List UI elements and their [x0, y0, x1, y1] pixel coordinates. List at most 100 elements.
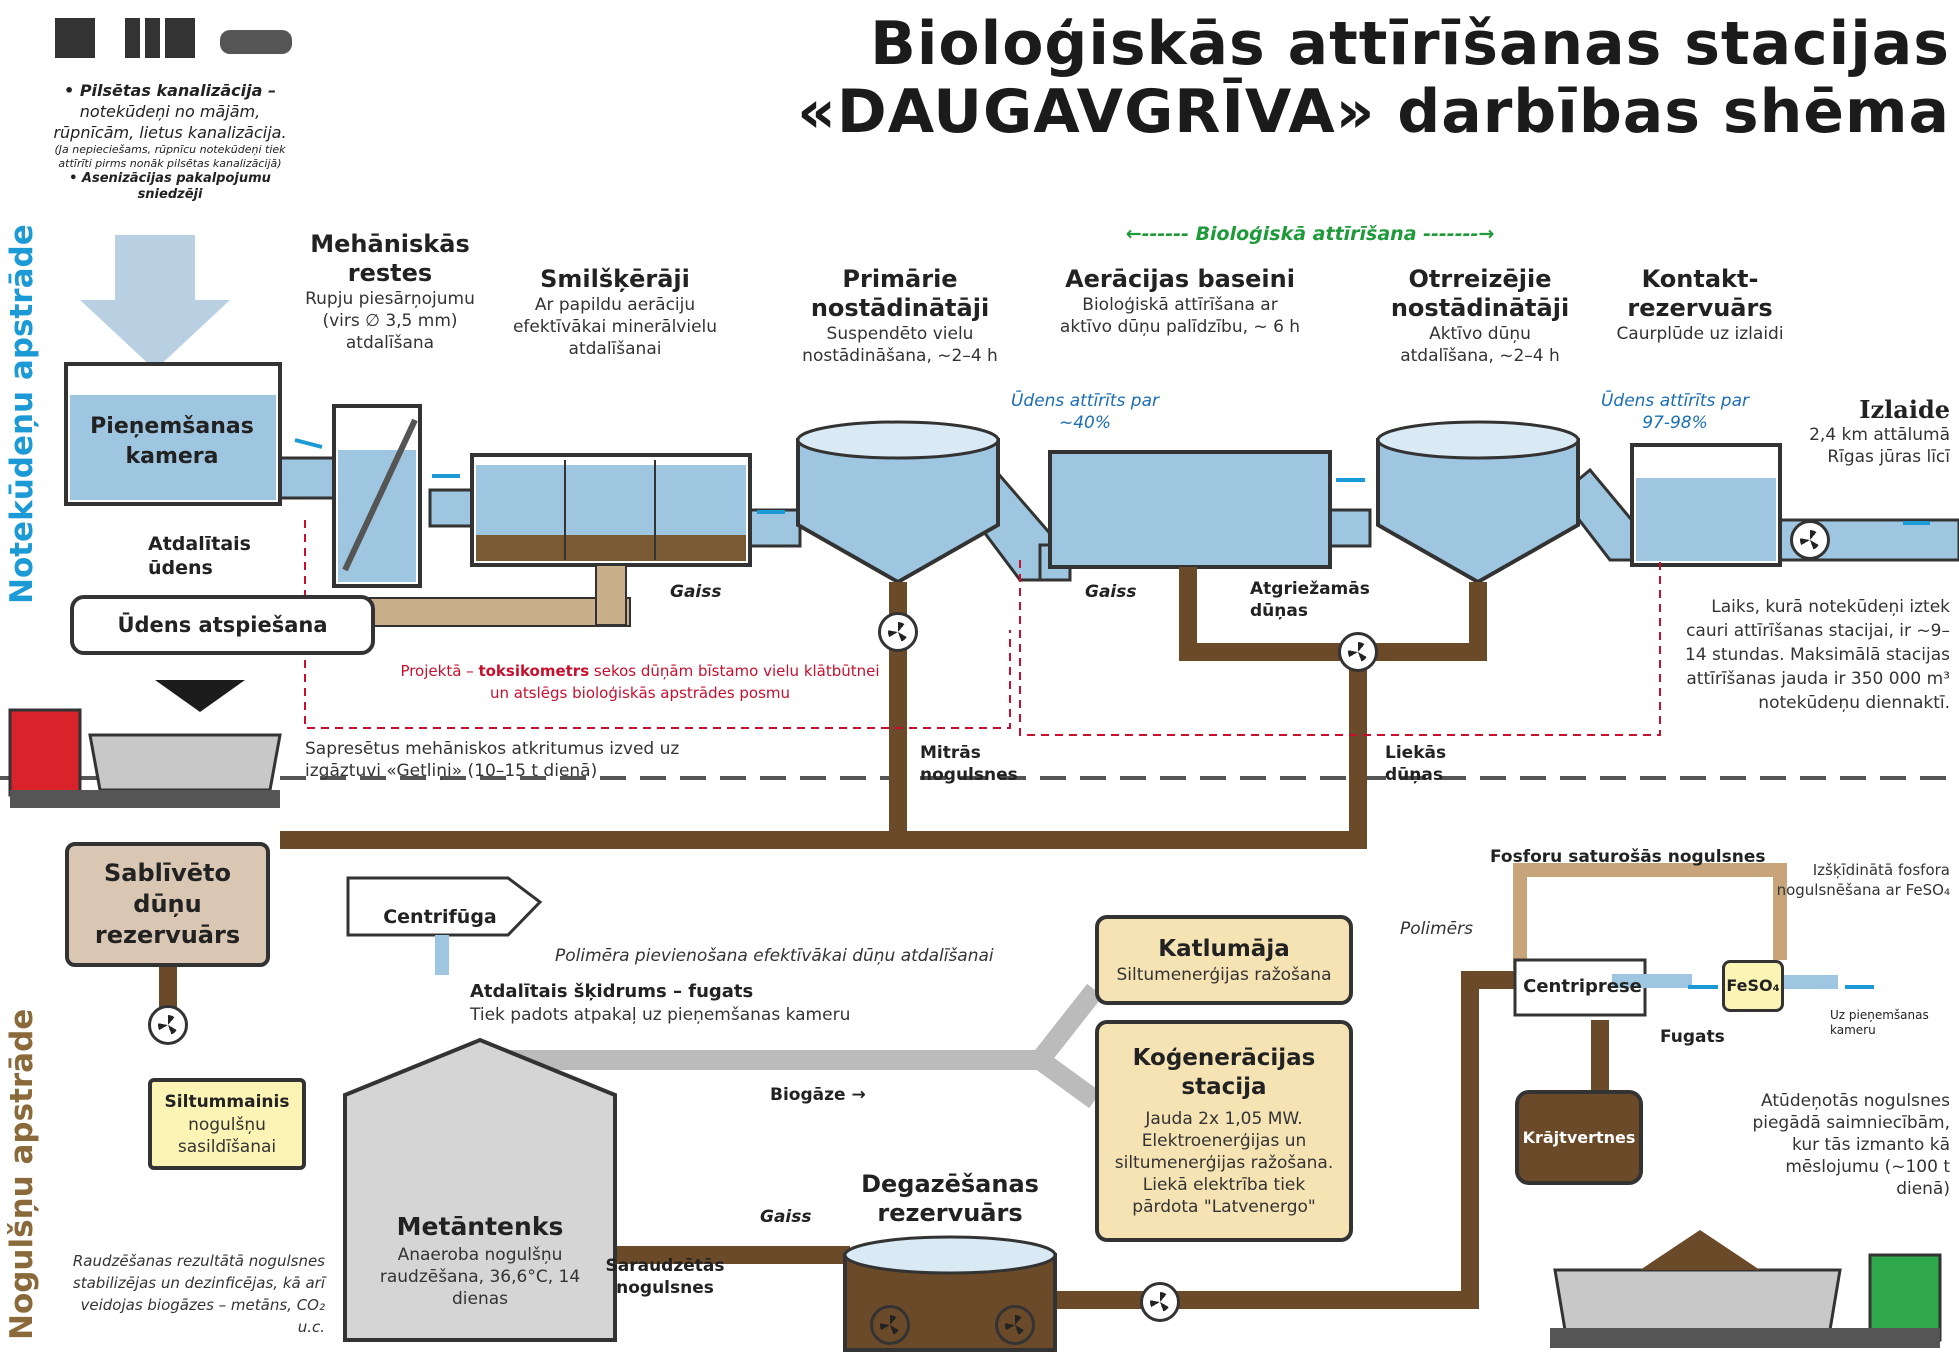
polymer-note: Polimēra pievienošana efektīvākai dūņu a…	[555, 946, 994, 966]
stage-aeration-title: Aerācijas baseini	[1065, 265, 1295, 293]
pump-icon	[1140, 1282, 1180, 1322]
returning-sludge-label: Atgriežamās dūņas	[1250, 579, 1370, 621]
biogas-label: Biogāze →	[770, 1085, 866, 1105]
stage-screens-title: Mehāniskās restes	[310, 230, 470, 287]
truck-left	[8, 708, 282, 808]
metantank-title: Metāntenks	[396, 1212, 564, 1241]
stage-contact-title: Kontakt-rezervuārs	[1627, 265, 1773, 322]
mixer-icon	[995, 1305, 1035, 1345]
purified-97-label: Ūdens attīrīts par 97-98%	[1600, 391, 1750, 433]
wet-sludge-label: Mitrās nogulsnes	[920, 743, 1018, 785]
stage-primary: Primārie nostādinātāji Suspendēto vielu …	[795, 265, 1005, 367]
truck-right	[1550, 1253, 1942, 1348]
stage-secondary: Otrreizējie nostādinātāji Aktīvo dūņu at…	[1380, 265, 1580, 367]
cogen-title: Koģenerācijas stacija	[1132, 1045, 1316, 1100]
storage-box: Krājtvertnes	[1515, 1090, 1643, 1185]
bio-label-text: Bioloģiskā attīrīšana	[1195, 223, 1417, 245]
separated-water-label: Atdalītais ūdens	[148, 533, 251, 579]
stage-grit-title: Smilšķērāji	[540, 265, 690, 293]
stage-contact: Kontakt-rezervuārs Caurplūde uz izlaidi	[1600, 265, 1800, 345]
outlet-title: Izlaide	[1859, 395, 1950, 424]
stage-secondary-title: Otrreizējie nostādinātāji	[1390, 265, 1570, 322]
page-title: Bioloģiskās attīrīšanas stacijas «DAUGAV…	[560, 10, 1950, 146]
phosphorus-label: Fosforu saturošās nogulsnes	[1490, 847, 1766, 867]
storage-label: Krājtvertnes	[1522, 1127, 1636, 1147]
purified-40-label: Ūdens attīrīts par ~40%	[1010, 391, 1160, 433]
mixer-icon	[870, 1305, 910, 1345]
section-label-sludge: Nogulšņu apstrāde	[4, 1008, 40, 1340]
heat-exchanger-title: Siltummainis	[164, 1092, 290, 1112]
pressing-label: Ūdens atspiešana	[117, 613, 328, 637]
air-label-1: Gaiss	[670, 582, 722, 602]
receiving-chamber-label: Pieņemšanas kamera	[90, 414, 254, 469]
source-1-note: (Ja nepieciešams, rūpnīcu notekūdeņi tie…	[54, 143, 286, 170]
feso-box: FeSO₄	[1722, 960, 1784, 1012]
fe-dosing-note: Izšķīdinātā fosfora nogulsnēšana ar FeSO…	[1776, 861, 1950, 899]
toxicometer-note: Projektā – toksikometrs sekos dūņām bīst…	[400, 660, 880, 704]
factory-icon	[125, 18, 195, 58]
tanker-truck-icon	[220, 30, 292, 54]
stage-grit-desc: Ar papildu aerāciju efektīvākai minerālv…	[512, 295, 718, 359]
source-2: • Asenizācijas pakalpojumu sniedzēji	[69, 171, 271, 202]
stage-primary-desc: Suspendēto vielu nostādināšana, ~2–4 h	[802, 324, 998, 366]
pump-icon	[1338, 632, 1378, 672]
section-label-wastewater: Notekūdeņu apstrāde	[4, 224, 40, 604]
boiler-desc: Siltumenerģijas ražošana	[1116, 965, 1332, 985]
stage-secondary-desc: Aktīvo dūņu atdalīšana, ~2–4 h	[1400, 324, 1560, 366]
stage-aeration: Aerācijas baseini Bioloģiskā attīrīšana …	[1055, 265, 1305, 338]
page-title-line2: «DAUGAVGRĪVA» darbības shēma	[797, 77, 1950, 147]
flow-arrows	[294, 438, 1930, 989]
stage-contact-desc: Caurplūde uz izlaidi	[1616, 324, 1784, 344]
toxic-note-a: Projektā –	[400, 662, 479, 680]
cogen-box: Koģenerācijas stacija Jauda 2x 1,05 MW. …	[1095, 1020, 1353, 1242]
liquid-title: Atdalītais šķidrums – fugats	[470, 981, 754, 1002]
air-label-3: Gaiss	[760, 1207, 812, 1227]
metantank: Metāntenks Anaeroba nogulšņu raudzēšana,…	[355, 1210, 605, 1310]
pump-icon	[1790, 520, 1830, 560]
stage-aeration-desc: Bioloģiskā attīrīšana ar aktīvo dūņu pal…	[1059, 295, 1301, 337]
sources-text: • Pilsētas kanalizācija – notekūdeņi no …	[50, 80, 290, 203]
outlet-desc: 2,4 km attālumā Rīgas jūras līcī	[1809, 425, 1950, 467]
fermented-sludge-label: Saraudzētās nogulsnes	[605, 1256, 725, 1298]
sludge-reservoir-box: Sablīvēto dūņu rezervuārs	[65, 842, 270, 967]
bio-section-label: ←------ Bioloģiskā attīrīšana -------→	[1125, 223, 1495, 245]
fermentation-note: Raudzēšanas rezultātā nogulsnes stabiliz…	[72, 1252, 325, 1336]
excess-sludge-label: Liekās dūņas	[1385, 743, 1447, 785]
processing-time-note: Laiks, kurā notekūdeņi iztek cauri attīr…	[1684, 597, 1950, 713]
source-1-title: • Pilsētas kanalizācija –	[64, 81, 276, 100]
waste-note: Sapresētus mehāniskos atkritumus izved u…	[305, 739, 680, 781]
air-label-2: Gaiss	[1085, 582, 1137, 602]
source-1-text: notekūdeņi no mājām, rūpnīcām, lietus ka…	[53, 102, 287, 142]
fugats-label: Fugats	[1660, 1027, 1725, 1047]
inlet-arrow	[80, 235, 230, 370]
pump-icon	[148, 1005, 188, 1045]
boiler-title: Katlumāja	[1158, 936, 1290, 962]
heat-exchanger-box: Siltummainis nogulšņu sasildīšanai	[148, 1078, 306, 1170]
feso-label: FeSO₄	[1726, 976, 1780, 995]
stage-grit: Smilšķērāji Ar papildu aerāciju efektīvā…	[495, 265, 735, 360]
polymer-label: Polimērs	[1400, 919, 1473, 939]
page-title-line1: Bioloģiskās attīrīšanas stacijas	[870, 9, 1950, 79]
degas-title: Degazēšanas rezervuārs	[861, 1170, 1039, 1227]
dewatered-note: Atūdeņotās nogulsnes piegādā saimniecībā…	[1752, 1091, 1950, 1199]
pump-icon	[878, 612, 918, 652]
stage-screens: Mehāniskās restes Rupju piesārņojumu (vi…	[290, 230, 490, 354]
stage-primary-title: Primārie nostādinātāji	[810, 265, 990, 322]
metantank-desc: Anaeroba nogulšņu raudzēšana, 36,6°C, 14…	[379, 1245, 581, 1309]
liquid-desc: Tiek padots atpakaļ uz pieņemšanas kamer…	[470, 1005, 851, 1025]
to-receiving-label: Uz pieņemšanas kameru	[1830, 1008, 1929, 1037]
toxic-note-b: toksikometrs	[478, 662, 590, 680]
cogen-desc: Jauda 2x 1,05 MW. Elektroenerģijas un si…	[1114, 1109, 1334, 1217]
centrifuge-label: Centrifūga	[383, 906, 497, 928]
boiler-box: Katlumāja Siltumenerģijas ražošana	[1095, 915, 1353, 1005]
heat-exchanger-desc: nogulšņu sasildīšanai	[177, 1115, 277, 1157]
toxic-note-c: sekos dūņām bīstamo vielu klātbūtnei un …	[489, 662, 880, 702]
stage-screens-desc: Rupju piesārņojumu (virs ∅ 3,5 mm) atdal…	[305, 289, 475, 353]
centripress-label: Centriprese	[1523, 976, 1642, 997]
outlet: Izlaide 2,4 km attālumā Rīgas jūras līcī	[1770, 395, 1950, 468]
sludge-reservoir-label: Sablīvēto dūņu rezervuārs	[94, 859, 241, 949]
pressing-box: Ūdens atspiešana	[70, 595, 375, 655]
house-icon	[55, 18, 95, 58]
